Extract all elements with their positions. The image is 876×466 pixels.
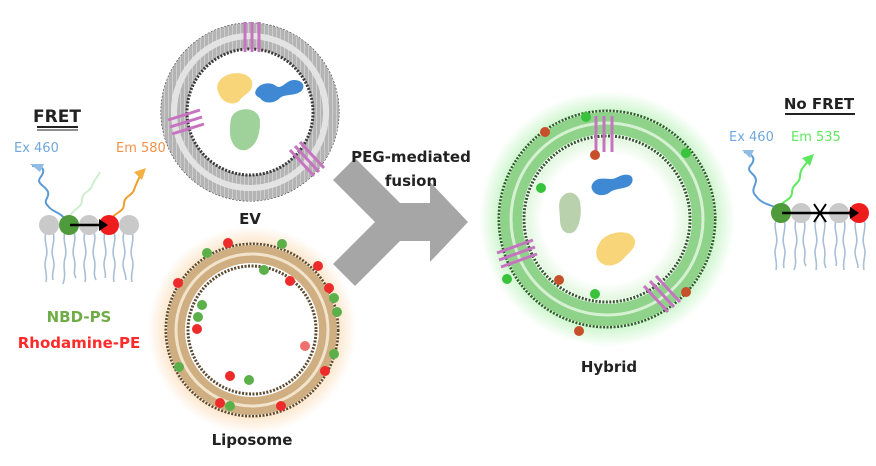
- fret-excitation-label: Ex 460: [14, 141, 59, 156]
- no-fret-emission-wave: [779, 159, 809, 207]
- hybrid-membrane-protein: [496, 238, 538, 269]
- fret-emission-wave-tip: [134, 168, 146, 180]
- fret-emission-wave: [111, 175, 141, 219]
- ev-vesicle: EV: [160, 22, 340, 228]
- fret-emission-label: Em 580: [116, 141, 166, 156]
- hybrid-membrane-protein: [642, 274, 682, 314]
- fusion-label-line1: PEG-mediated: [351, 148, 471, 166]
- acceptor-label: Rhodamine-PE: [18, 334, 140, 352]
- fret-faint-donor-emission: [69, 171, 101, 217]
- fret-panel: FRET Ex 460 Em 580: [14, 107, 166, 352]
- fret-excitation-wave-tip: [30, 164, 44, 172]
- no-fret-emission-label: Em 535: [791, 130, 841, 145]
- fret-title: FRET: [33, 107, 81, 127]
- no-fret-donor-headgroup: [771, 203, 791, 223]
- ev-membrane-protein: [288, 140, 326, 178]
- fret-lipid-tails: [44, 231, 134, 285]
- hybrid-cargo-blue: [591, 174, 633, 196]
- arrow-right-icon: [70, 219, 108, 231]
- no-fret-emission-wave-tip: [802, 154, 814, 166]
- hybrid-vesicle: Hybrid: [479, 91, 735, 376]
- liposome-label: Liposome: [212, 431, 293, 449]
- fusion-label-line2: fusion: [385, 172, 437, 190]
- hybrid-probe-dots: [502, 112, 691, 336]
- no-fret-excitation-wave: [743, 151, 779, 209]
- fret-headgroup-gray: [39, 215, 59, 235]
- fret-donor-headgroup: [59, 215, 79, 235]
- ev-cargo-green: [230, 109, 260, 151]
- hybrid-membrane-protein: [594, 116, 614, 152]
- fret-headgroup-gray: [119, 215, 139, 235]
- no-fret-excitation-wave-tip: [742, 150, 754, 158]
- donor-label: NBD-PS: [47, 308, 112, 326]
- liposome-probe-dots: [173, 238, 342, 411]
- ev-membrane-protein: [167, 108, 205, 136]
- hybrid-cargo-green: [559, 192, 581, 234]
- no-fret-title: No FRET: [784, 95, 855, 113]
- fusion-arrow-icon: [333, 158, 468, 286]
- fret-excitation-wave: [31, 165, 65, 219]
- ev-cargo-yellow: [217, 73, 253, 104]
- liposome-vesicle: Liposome: [148, 226, 356, 449]
- ev-membrane-protein: [243, 22, 261, 52]
- hybrid-label: Hybrid: [581, 358, 637, 376]
- ev-cargo-blue: [255, 80, 304, 103]
- no-fret-panel: No FRET Ex 460 Em 535: [729, 95, 869, 271]
- fret-acceptor-headgroup: [99, 215, 119, 235]
- no-fret-excitation-label: Ex 460: [729, 130, 774, 145]
- hybrid-cargo-yellow: [596, 232, 636, 266]
- no-fret-lipid-tails: [774, 219, 866, 271]
- blocked-arrow-icon: [782, 203, 859, 223]
- ev-label: EV: [239, 210, 261, 228]
